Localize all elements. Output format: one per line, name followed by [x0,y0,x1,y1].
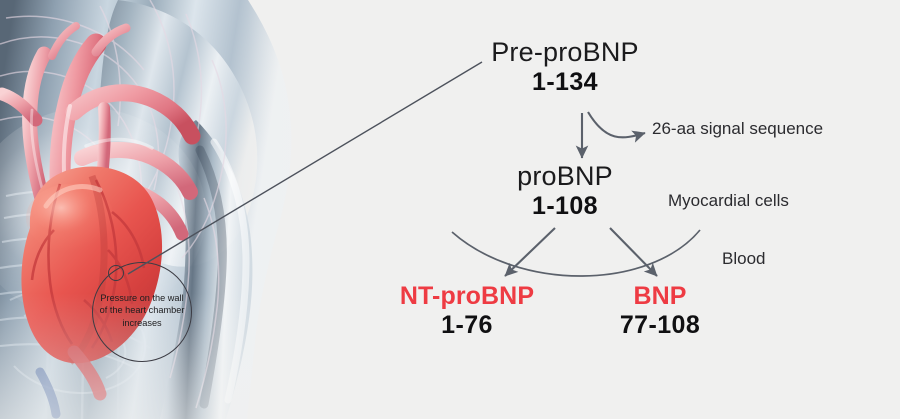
nt-probnp-range: 1-76 [441,311,493,340]
nt-probnp-label: NT-proBNP [399,282,535,310]
arrow-probnp-to-ntprobnp [504,227,556,277]
node-pre-probnp: Pre-proBNP 1-134 [420,38,710,97]
callout-line-2: of the heart chamber [99,305,185,316]
bnp-range: 77-108 [619,311,701,340]
arrow-probnp-to-bnp [609,227,658,277]
node-bnp: BNP 77-108 [570,283,750,340]
node-nt-probnp: NT-proBNP 1-76 [372,283,562,340]
label-signal-sequence: 26-aa signal sequence [652,119,824,138]
pre-probnp-label: Pre-proBNP [491,37,639,67]
arrow-preprobnp-to-signal-sequence [587,111,646,143]
probnp-label: proBNP [517,161,613,191]
probnp-range: 1-108 [532,192,598,221]
label-blood: Blood [722,249,766,268]
node-probnp: proBNP 1-108 [470,162,660,221]
callout-line-1: Pressure on the wall [100,293,184,303]
pre-probnp-range: 1-134 [532,68,598,97]
bnp-label: BNP [633,282,687,310]
label-myocardial-cells: Myocardial cells [668,191,789,210]
callout-anchor-dot [108,265,124,281]
pressure-callout-text: Pressure on the wall of the heart chambe… [92,292,192,329]
callout-line-3: increases [122,317,162,328]
anatomy-illustration [0,0,400,419]
myocardium-blood-boundary-curve [451,229,701,277]
